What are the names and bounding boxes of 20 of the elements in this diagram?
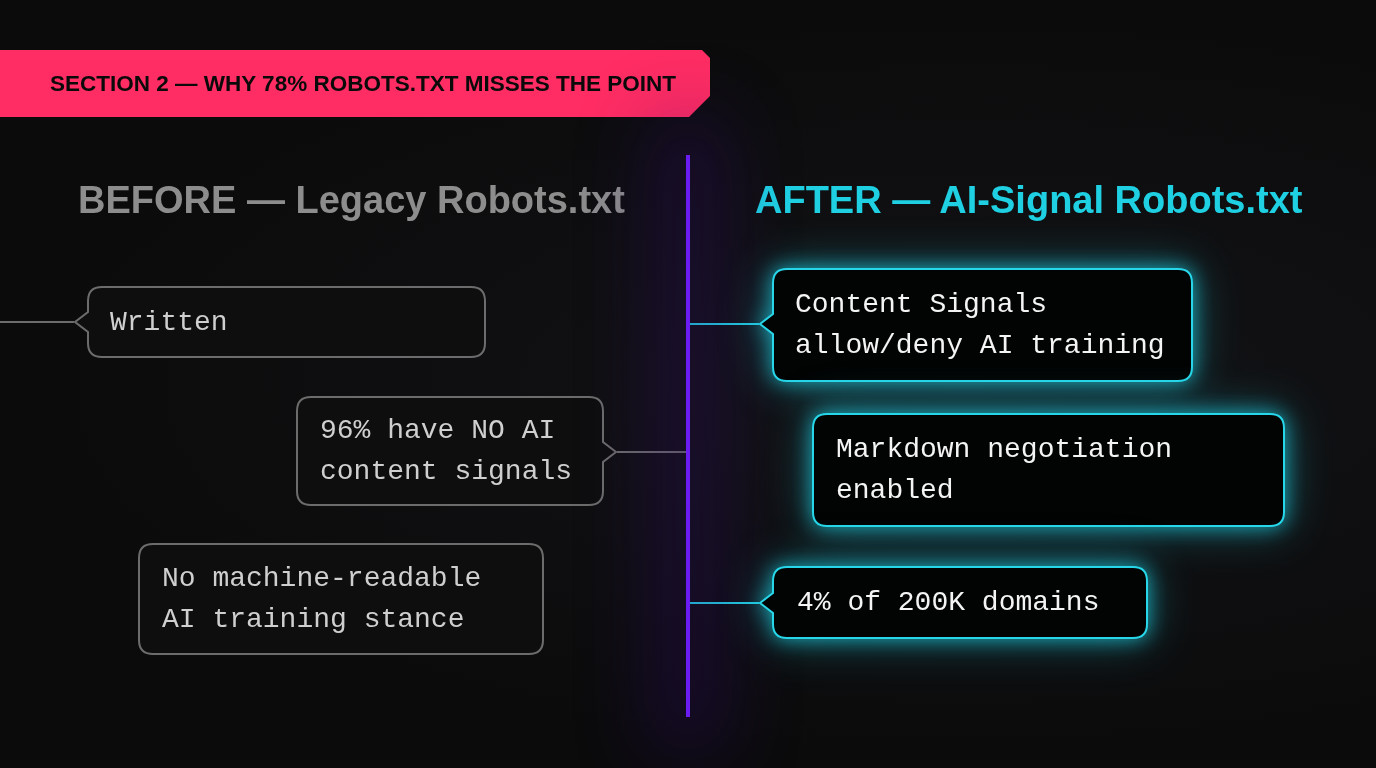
- callout-text: Content Signals allow/deny AI training: [795, 288, 1166, 363]
- callout-box: [759, 268, 1193, 382]
- callout-text: Markdown negotiation enabled: [836, 433, 1174, 508]
- section-title-banner: SECTION 2 — WHY 78% ROBOTS.TXT MISSES THE POINT: [0, 50, 710, 117]
- callout-text: 4% of 200K domains: [797, 586, 1100, 620]
- text-box: [138, 543, 544, 655]
- callout-text: Written: [110, 305, 228, 340]
- column-heading: BEFORE — Legacy Robots.txt: [78, 179, 625, 222]
- timeline-bar: [686, 155, 690, 717]
- connector-line: [0, 321, 75, 323]
- callout-box: [296, 396, 617, 506]
- column-heading: AFTER — AI-Signal Robots.txt: [755, 179, 1303, 222]
- callout-box: [74, 286, 486, 358]
- callout-box: [759, 566, 1148, 639]
- callout-text: No machine-readable AI training stance: [162, 562, 483, 637]
- connector-line: [689, 323, 760, 325]
- text-box: [812, 413, 1285, 527]
- callout-text: 96% have NO AI content signals: [320, 414, 574, 489]
- connector-line: [616, 451, 687, 453]
- connector-line: [689, 602, 760, 604]
